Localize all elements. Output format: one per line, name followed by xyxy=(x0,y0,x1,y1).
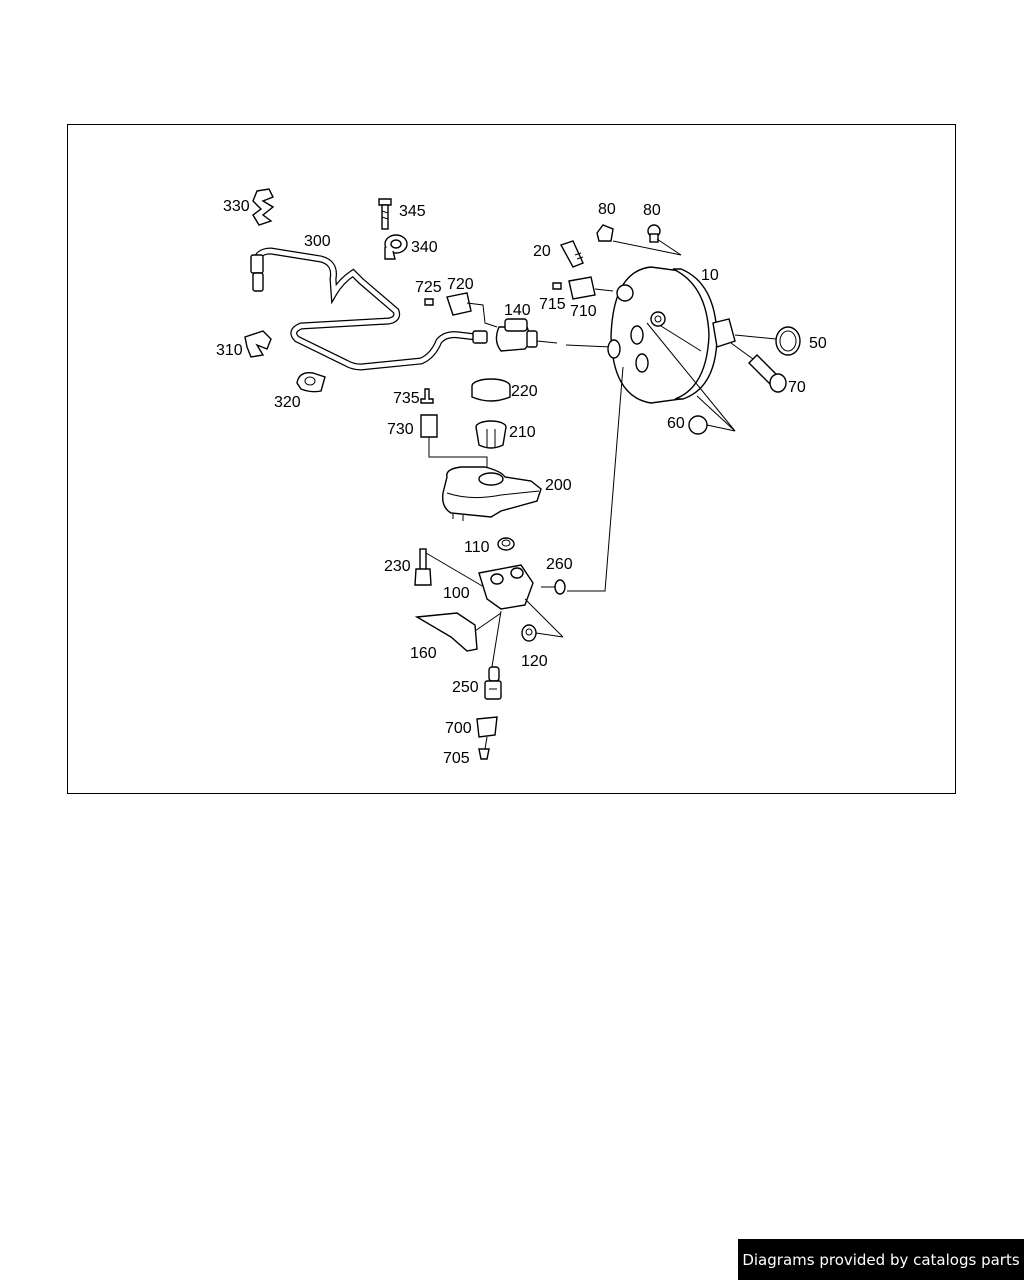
heat-shield-160 xyxy=(414,612,502,652)
callout-220: 220 xyxy=(511,383,538,400)
ring-50 xyxy=(734,326,801,356)
callout-100: 100 xyxy=(443,585,470,602)
connector-730 xyxy=(420,388,488,469)
callout-340: 340 xyxy=(411,239,438,256)
bracket-80 xyxy=(596,224,682,256)
sensor-250 xyxy=(484,666,502,700)
callout-80-left: 80 xyxy=(598,201,616,218)
cap-60 xyxy=(688,415,736,435)
callout-345: 345 xyxy=(399,203,426,220)
reservoir-cap-220 xyxy=(471,378,511,402)
reservoir-200 xyxy=(441,466,542,521)
clip-310 xyxy=(244,330,272,358)
callout-200: 200 xyxy=(545,477,572,494)
callout-310: 310 xyxy=(216,342,243,359)
callout-720: 720 xyxy=(447,276,474,293)
connector-720 xyxy=(424,292,498,328)
callout-210: 210 xyxy=(509,424,536,441)
master-cylinder-100 xyxy=(478,564,564,674)
grommet-320 xyxy=(296,372,326,393)
nut-120 xyxy=(521,624,564,642)
callout-80-right: 80 xyxy=(643,202,661,219)
callout-70: 70 xyxy=(788,379,806,396)
connector-710 xyxy=(552,276,614,300)
callout-705: 705 xyxy=(443,750,470,767)
callout-710: 710 xyxy=(570,303,597,320)
credit-banner[interactable]: Diagrams provided by catalogs parts xyxy=(738,1239,1024,1280)
callout-10: 10 xyxy=(701,267,719,284)
callout-725: 725 xyxy=(415,279,442,296)
callout-320: 320 xyxy=(274,394,301,411)
callout-labels: 330 345 340 300 310 320 725 720 140 20 8… xyxy=(216,198,827,767)
callout-260: 260 xyxy=(546,556,573,573)
bolt-230 xyxy=(414,548,502,598)
callout-60: 60 xyxy=(667,415,685,432)
callout-120: 120 xyxy=(521,653,548,670)
callout-230: 230 xyxy=(384,558,411,575)
nut-80 xyxy=(647,224,682,256)
diagram-frame: 330 345 340 300 310 320 725 720 140 20 8… xyxy=(67,124,956,794)
fitting-20 xyxy=(559,240,584,268)
callout-160: 160 xyxy=(410,645,437,662)
callout-50: 50 xyxy=(809,335,827,352)
seal-110 xyxy=(497,537,515,551)
callout-250: 250 xyxy=(452,679,479,696)
strainer-210 xyxy=(475,420,507,449)
callout-330: 330 xyxy=(223,198,250,215)
credit-text: Diagrams provided by catalogs parts xyxy=(742,1250,1020,1269)
brake-booster-10 xyxy=(607,266,736,432)
callout-715: 715 xyxy=(539,296,566,313)
seal-260 xyxy=(541,366,624,595)
sensor-140 xyxy=(495,318,612,352)
vacuum-line-300 xyxy=(250,247,488,371)
callout-20: 20 xyxy=(533,243,551,260)
clamp-340 xyxy=(384,234,408,260)
callout-730: 730 xyxy=(387,421,414,438)
bolt-345 xyxy=(378,198,392,230)
callout-700: 700 xyxy=(445,720,472,737)
callout-300: 300 xyxy=(304,233,331,250)
connector-700 xyxy=(476,716,498,760)
callout-140: 140 xyxy=(504,302,531,319)
parts-diagram: 330 345 340 300 310 320 725 720 140 20 8… xyxy=(216,188,827,767)
pushrod-70 xyxy=(730,342,787,393)
callout-735: 735 xyxy=(393,390,420,407)
clip-330 xyxy=(252,188,275,226)
callout-110: 110 xyxy=(464,539,490,556)
